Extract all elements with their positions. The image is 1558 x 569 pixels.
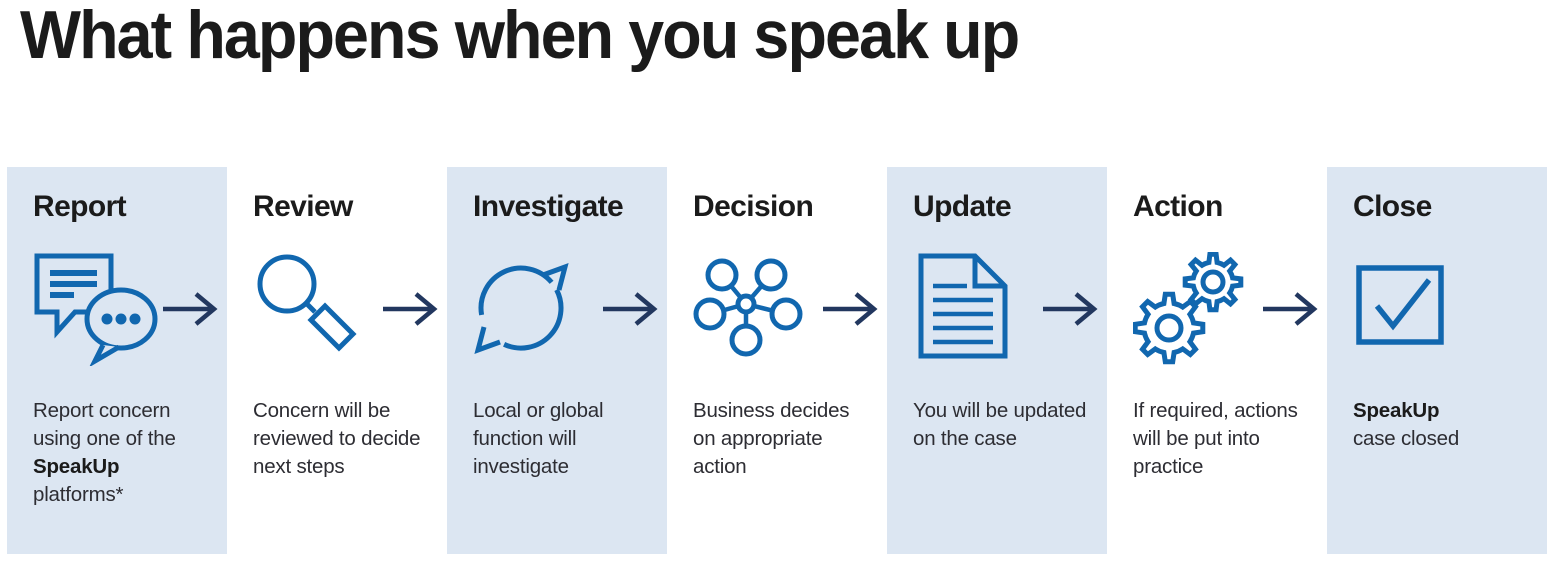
process-flow: Report Report concern using one of the S…	[7, 167, 1547, 554]
network-hub-icon	[693, 251, 825, 367]
step-description: You will be updated on the case	[913, 399, 1087, 450]
step-title: Action	[1133, 190, 1223, 223]
flow-arrow-icon	[163, 291, 219, 332]
checkbox-tick-icon	[1353, 251, 1485, 367]
step-column-close: Close SpeakUp case closed	[1327, 167, 1547, 554]
step-title: Investigate	[473, 190, 624, 223]
cycle-arrows-icon	[473, 251, 605, 367]
flow-arrow-icon	[1263, 291, 1319, 332]
step-description: Local or global function will investigat…	[473, 399, 604, 478]
step-title: Update	[913, 190, 1012, 223]
step-column-decision: Decision Business decides on appropriate…	[667, 167, 887, 554]
flow-arrow-icon	[383, 291, 439, 332]
gears-icon	[1133, 251, 1265, 367]
document-icon	[913, 251, 1045, 367]
step-title: Decision	[693, 190, 814, 223]
step-title: Close	[1353, 190, 1432, 223]
step-column-report: Report Report concern using one of the S…	[7, 167, 227, 554]
page-title: What happens when you speak up	[20, 0, 1020, 73]
step-title: Report	[33, 190, 127, 223]
step-column-investigate: Investigate Local or global function wil…	[447, 167, 667, 554]
chat-bubbles-icon	[33, 251, 165, 367]
step-column-update: Update You will be updated on the case	[887, 167, 1107, 554]
step-description: SpeakUp case closed	[1353, 399, 1460, 450]
step-description: Report concern using one of the SpeakUp …	[33, 399, 176, 506]
flow-arrow-icon	[1043, 291, 1099, 332]
magnifier-icon	[253, 251, 385, 367]
flow-arrow-icon	[823, 291, 879, 332]
step-description: If required, actions will be put into pr…	[1133, 399, 1298, 478]
step-column-review: Review Concern will be reviewed to decid…	[227, 167, 447, 554]
step-description: Business decides on appropriate action	[693, 399, 850, 478]
step-title: Review	[253, 190, 353, 223]
step-column-action: Action If required, actions will be put …	[1107, 167, 1327, 554]
flow-arrow-icon	[603, 291, 659, 332]
step-description: Concern will be reviewed to decide next …	[253, 399, 421, 478]
